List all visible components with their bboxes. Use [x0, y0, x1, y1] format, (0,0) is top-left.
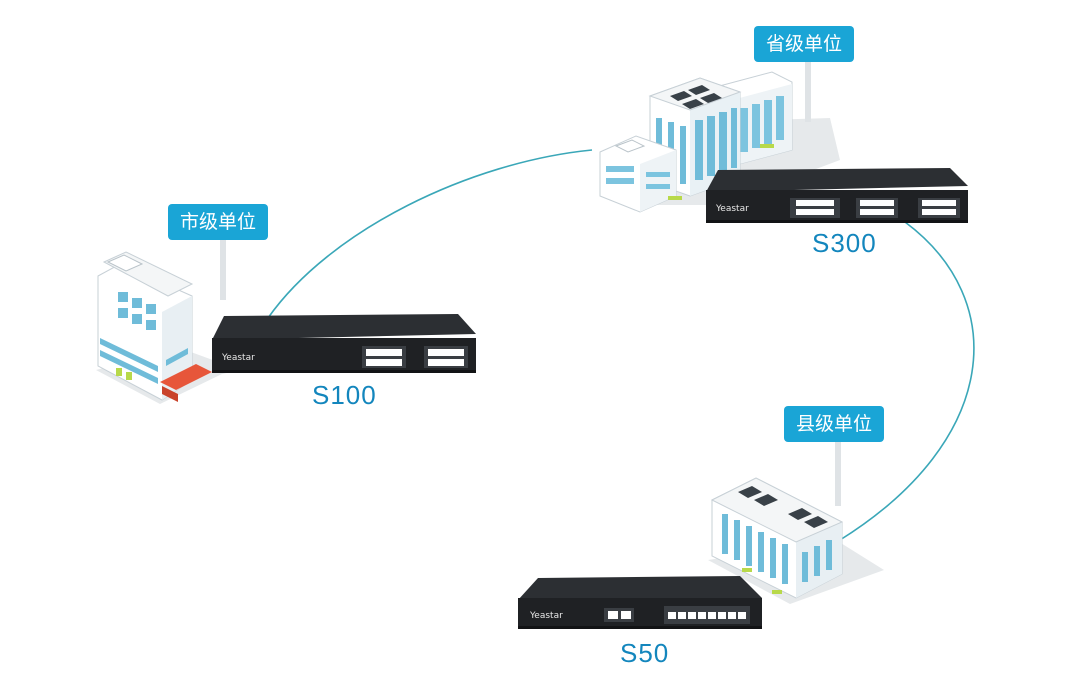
city-tag-pole — [220, 240, 226, 300]
county-tag-pole — [835, 442, 841, 506]
county-unit-tag: 县级单位 — [784, 406, 885, 442]
link-s300-s50 — [839, 221, 975, 541]
province-tag-pole — [805, 62, 811, 122]
s300-brand-logo: Yeastar — [715, 204, 749, 214]
s50-model-label: S50 — [620, 638, 670, 668]
link-lines — [267, 149, 975, 541]
county-building — [708, 477, 884, 604]
s300-model-label: S300 — [812, 228, 877, 258]
s50-device: Yeastar — [518, 576, 762, 629]
province-building — [599, 71, 840, 213]
s100-model-label: S100 — [312, 380, 377, 410]
s100-device: Yeastar — [212, 314, 476, 373]
s100-brand-logo: Yeastar — [221, 353, 255, 363]
city-unit-tag: 市级单位 — [168, 204, 269, 240]
s300-device: Yeastar — [706, 168, 968, 223]
province-unit-tag: 省级单位 — [754, 26, 855, 62]
s50-brand-logo: Yeastar — [529, 611, 563, 621]
link-s100-s300 — [267, 149, 593, 319]
city-building — [96, 251, 240, 404]
